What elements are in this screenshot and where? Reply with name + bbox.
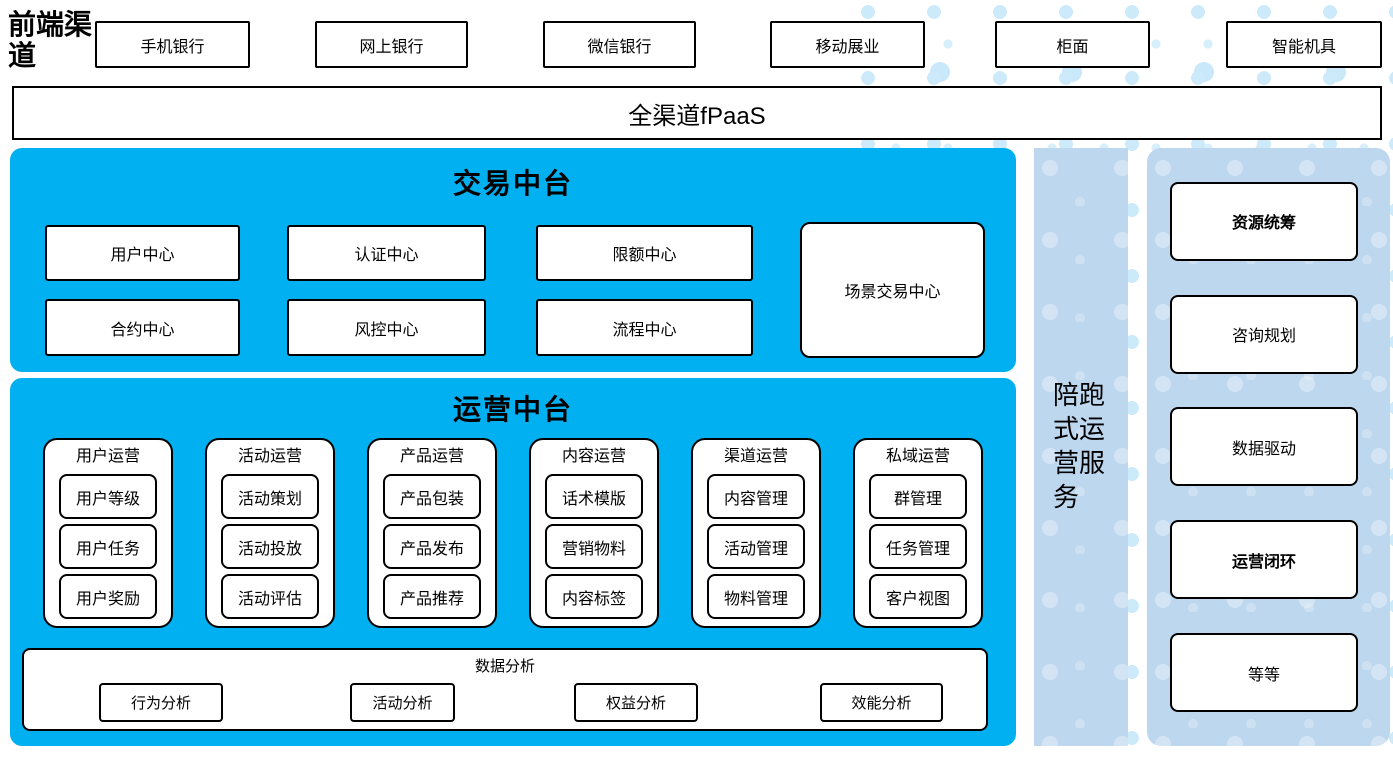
benefit-analysis-box: 权益分析	[574, 683, 698, 722]
omnichannel-fpaas-bar: 全渠道fPaaS	[12, 86, 1382, 140]
group-item: 内容标签	[545, 574, 643, 619]
group-item: 话术模版	[545, 474, 643, 519]
group-title: 内容运营	[561, 448, 626, 465]
group-content-operation: 内容运营 话术模版 营销物料 内容标签	[529, 438, 659, 628]
data-analysis-title: 数据分析	[474, 658, 535, 675]
operation-platform-title: 运营中台	[452, 394, 573, 425]
trade-platform-title: 交易中台	[452, 168, 573, 199]
channel-box-smart-device: 智能机具	[1226, 21, 1382, 68]
group-title: 渠道运营	[723, 448, 788, 465]
group-item: 用户奖励	[59, 574, 157, 619]
efficiency-analysis-box: 效能分析	[820, 683, 943, 722]
channel-box-online-banking: 网上银行	[315, 21, 468, 68]
group-title: 私域运营	[885, 448, 950, 465]
consulting-planning-box: 咨询规划	[1170, 294, 1358, 374]
etc-box: 等等	[1170, 633, 1358, 713]
group-item: 物料管理	[707, 574, 805, 619]
group-item: 产品包装	[383, 474, 481, 519]
group-item: 群管理	[869, 474, 967, 519]
data-driven-box: 数据驱动	[1170, 407, 1358, 487]
operation-closed-loop-box: 运营闭环	[1170, 520, 1358, 600]
group-title: 用户运营	[75, 448, 140, 465]
group-product-operation: 产品运营 产品包装 产品发布 产品推荐	[367, 438, 497, 628]
channel-box-mobile-marketing: 移动展业	[770, 21, 925, 68]
process-center-box: 流程中心	[536, 299, 753, 356]
group-item: 活动管理	[707, 524, 805, 569]
front-channels-label: 前端渠道	[8, 10, 93, 73]
group-item: 内容管理	[707, 474, 805, 519]
auth-center-box: 认证中心	[287, 225, 486, 281]
contract-center-box: 合约中心	[45, 299, 240, 356]
group-item: 活动评估	[221, 574, 319, 619]
group-title: 产品运营	[399, 448, 464, 465]
channel-box-mobile-banking: 手机银行	[95, 21, 250, 68]
user-center-box: 用户中心	[45, 225, 240, 281]
activity-analysis-box: 活动分析	[350, 683, 455, 722]
group-item: 任务管理	[869, 524, 967, 569]
resource-coordination-box: 资源统筹	[1170, 181, 1358, 261]
operation-groups-row: 用户运营 用户等级 用户任务 用户奖励 活动运营 活动策划 活动投放 活动评估 …	[43, 438, 983, 628]
data-analysis-strip: 数据分析 行为分析 活动分析 权益分析 效能分析	[22, 648, 988, 731]
group-item: 客户视图	[869, 574, 967, 619]
group-item: 用户任务	[59, 524, 157, 569]
behavior-analysis-box: 行为分析	[99, 683, 223, 722]
group-item: 活动策划	[221, 474, 319, 519]
risk-center-box: 风控中心	[287, 299, 486, 356]
accompanying-service-label: 陪跑式运营服务	[1053, 380, 1106, 512]
group-title: 活动运营	[237, 448, 302, 465]
group-item: 产品推荐	[383, 574, 481, 619]
group-item: 营销物料	[545, 524, 643, 569]
accompanying-service-bar: 陪跑式运营服务	[1034, 148, 1128, 746]
group-item: 产品发布	[383, 524, 481, 569]
group-activity-operation: 活动运营 活动策划 活动投放 活动评估	[205, 438, 335, 628]
scene-trade-center-box: 场景交易中心	[800, 222, 985, 358]
group-user-operation: 用户运营 用户等级 用户任务 用户奖励	[43, 438, 173, 628]
group-item: 活动投放	[221, 524, 319, 569]
trade-platform-panel: 交易中台 用户中心 认证中心 限额中心 合约中心 风控中心 流程中心 场景交易中…	[10, 148, 1016, 372]
limit-center-box: 限额中心	[536, 225, 753, 281]
channel-box-wechat-banking: 微信银行	[543, 21, 696, 68]
group-channel-operation: 渠道运营 内容管理 活动管理 物料管理	[691, 438, 821, 628]
service-panel: 资源统筹 咨询规划 数据驱动 运营闭环 等等	[1147, 148, 1390, 746]
group-item: 用户等级	[59, 474, 157, 519]
operation-platform-panel: 运营中台 用户运营 用户等级 用户任务 用户奖励 活动运营 活动策划 活动投放 …	[10, 378, 1016, 746]
channel-box-counter: 柜面	[995, 21, 1150, 68]
group-private-domain-operation: 私域运营 群管理 任务管理 客户视图	[853, 438, 983, 628]
